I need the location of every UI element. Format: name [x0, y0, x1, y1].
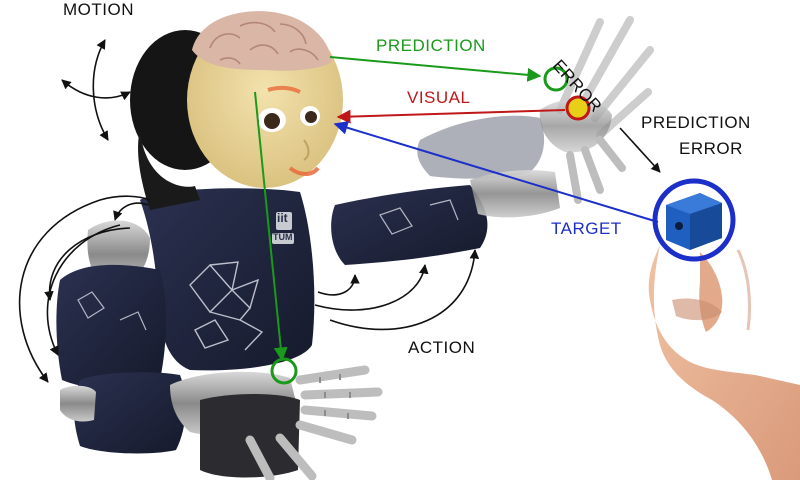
robot-lower-hand [170, 365, 383, 480]
prediction-label: PREDICTION [376, 36, 486, 55]
robot-head [130, 11, 343, 210]
blue-cube [666, 193, 722, 250]
target-label: TARGET [551, 219, 622, 238]
visual-circle [565, 95, 591, 121]
motion-arrows [18, 39, 661, 383]
prediction-error-label-line2: ERROR [679, 139, 743, 158]
prediction-error-label-line1: PREDICTION [641, 113, 751, 132]
visual-arrow [336, 109, 566, 124]
robot-body [140, 188, 315, 371]
hand-prediction-circle [270, 357, 298, 385]
motion-label: MOTION [63, 0, 134, 19]
human-hand [648, 245, 800, 480]
prediction-circle [543, 66, 569, 92]
signal-arrows [254, 56, 659, 362]
robot-left-arm [56, 220, 186, 454]
prediction-arrow [329, 56, 542, 82]
target-arrow [333, 120, 659, 223]
target-circle [652, 178, 736, 262]
prediction-down-arrow [254, 91, 288, 362]
visual-label: VISUAL [407, 88, 471, 107]
tum-logo: TUM [273, 232, 293, 242]
action-label: ACTION [408, 338, 476, 357]
robot-extended-arm [331, 16, 654, 265]
iit-logo: iit [277, 211, 288, 225]
